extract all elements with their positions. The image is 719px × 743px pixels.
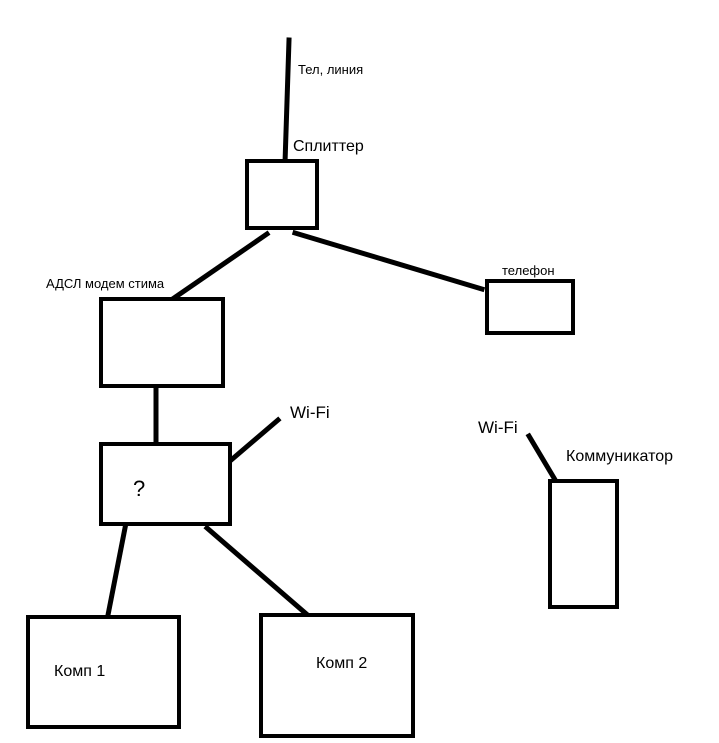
comp2-box <box>259 613 415 738</box>
phone-line-label: Тел, линия <box>298 62 364 77</box>
unknown-device-box <box>99 442 232 526</box>
comp1-box <box>26 615 181 729</box>
splitter-label: Сплиттер <box>293 138 364 155</box>
adsl-modem-label: АДСЛ модем стима <box>46 276 165 291</box>
phone-label: телефон <box>502 263 555 278</box>
comp2-label: Комп 2 <box>316 655 368 672</box>
communicator-label: Коммуникатор <box>566 448 674 465</box>
phone-line-wire <box>282 37 292 166</box>
communicator-box <box>548 479 619 609</box>
splitter-modem-wire <box>170 230 271 302</box>
phone-box <box>485 279 575 335</box>
splitter-phone-wire <box>291 229 486 293</box>
comp1-label: Комп 1 <box>54 663 106 680</box>
communicator-wifi-antenna <box>525 432 558 482</box>
router-comp1-wire <box>105 525 128 618</box>
router-wifi-label: Wi-Fi <box>290 403 330 422</box>
unknown-device-label: ? <box>133 476 146 501</box>
splitter-box <box>245 159 319 230</box>
communicator-wifi-label: Wi-Fi <box>478 418 518 437</box>
router-wifi-antenna <box>226 416 282 465</box>
router-comp2-wire <box>203 524 315 622</box>
adsl-modem-box <box>99 297 225 388</box>
